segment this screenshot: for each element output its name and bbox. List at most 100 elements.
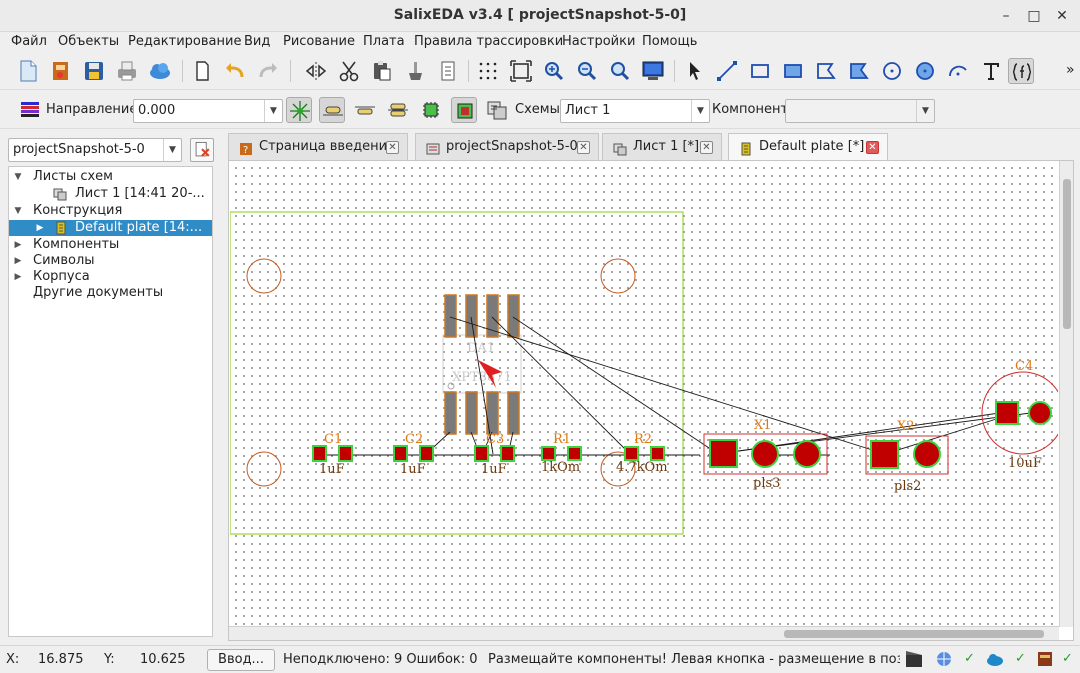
expand-icon[interactable]: ▼ xyxy=(14,206,22,216)
tree-item-label: Лист 1 [14:41 20-... xyxy=(75,186,205,201)
close-icon[interactable]: ✕ xyxy=(577,141,590,154)
minimize-button[interactable]: – xyxy=(1002,8,1010,24)
pcb-canvas[interactable]: DA1 XPT8871 xyxy=(230,162,1058,626)
arc-icon[interactable] xyxy=(945,58,971,84)
menu-draw[interactable]: Рисование xyxy=(283,34,355,49)
print-icon[interactable] xyxy=(114,58,140,84)
zoom-fit-icon[interactable] xyxy=(607,58,633,84)
menu-view[interactable]: Вид xyxy=(244,34,271,49)
tree-item-label: Листы схем xyxy=(33,169,113,184)
new-page-icon[interactable] xyxy=(189,58,215,84)
undo-icon[interactable] xyxy=(222,58,248,84)
tree-item-sheet1[interactable]: Лист 1 [14:41 20-... xyxy=(9,186,212,202)
schematic-link-icon[interactable] xyxy=(484,97,510,123)
project-combo[interactable]: projectSnapshot-5-0 ▼ xyxy=(8,138,182,162)
monitor-icon[interactable] xyxy=(640,58,666,84)
collapse-arrow-icon[interactable]: ▶ xyxy=(14,272,22,282)
tab-default-plate[interactable]: Default plate [*] ✕ xyxy=(728,133,888,162)
toolbar-overflow-button[interactable]: » xyxy=(1066,62,1075,78)
expand-icon[interactable]: ▼ xyxy=(14,172,22,182)
tree-item-other-docs[interactable]: Другие документы xyxy=(9,285,212,301)
tree-item-label: Корпуса xyxy=(33,269,90,284)
menu-help[interactable]: Помощь xyxy=(642,34,698,49)
menu-file[interactable]: Файл xyxy=(11,34,47,49)
redo-icon[interactable] xyxy=(255,58,281,84)
title-bar: SalixEDA v3.4 [ projectSnapshot-5-0] – □… xyxy=(0,0,1080,32)
collapse-arrow-icon[interactable]: ▶ xyxy=(14,240,22,250)
pcb-editor: DA1 XPT8871 xyxy=(228,160,1074,641)
status-ok-icon: ✓ xyxy=(964,651,975,666)
tree-item-default-plate[interactable]: ▶ Default plate [14:... xyxy=(9,220,212,236)
brush-icon[interactable] xyxy=(402,58,428,84)
rect-icon[interactable] xyxy=(747,58,773,84)
chip-selected-icon[interactable] xyxy=(451,97,477,123)
filled-polygon-icon[interactable] xyxy=(846,58,872,84)
book-icon[interactable] xyxy=(1035,649,1055,669)
close-project-icon[interactable] xyxy=(190,138,214,162)
direction-combo[interactable]: 0.000 ▼ xyxy=(133,99,283,123)
zoom-out-icon[interactable] xyxy=(574,58,600,84)
smd-both-icon[interactable] xyxy=(385,97,411,123)
close-icon[interactable]: ✕ xyxy=(386,141,399,154)
save-icon[interactable] xyxy=(81,58,107,84)
tree-item-construction[interactable]: ▼ Конструкция xyxy=(9,203,212,219)
tree-item-packages[interactable]: ▶ Корпуса xyxy=(9,269,212,285)
grid-icon[interactable] xyxy=(475,58,501,84)
close-icon[interactable]: ✕ xyxy=(866,141,879,154)
svg-text:?: ? xyxy=(243,145,248,156)
cut-icon[interactable] xyxy=(336,58,362,84)
circle-icon[interactable] xyxy=(879,58,905,84)
collapse-arrow-icon[interactable]: ▶ xyxy=(36,223,44,233)
chevron-down-icon: ▼ xyxy=(264,100,282,122)
zoom-in-icon[interactable] xyxy=(541,58,567,84)
new-file-icon[interactable] xyxy=(15,58,41,84)
close-button[interactable]: ✕ xyxy=(1056,8,1068,24)
tree-item-components[interactable]: ▶ Компоненты xyxy=(9,237,212,253)
function-icon[interactable] xyxy=(1008,58,1034,84)
cloud-sync-icon[interactable] xyxy=(985,649,1005,669)
schemes-label: Схемы: xyxy=(515,102,565,117)
input-button[interactable]: Ввод... xyxy=(207,649,275,671)
cloud-icon[interactable] xyxy=(147,58,173,84)
tab-project[interactable]: projectSnapshot-5-0 ✕ xyxy=(415,133,599,161)
network-icon[interactable] xyxy=(934,649,954,669)
line-icon[interactable] xyxy=(714,58,740,84)
menu-edit[interactable]: Редактирование xyxy=(128,34,242,49)
project-icon xyxy=(426,140,440,155)
tree-item-sheets[interactable]: ▼ Листы схем xyxy=(9,169,212,185)
menu-settings[interactable]: Настройки xyxy=(562,34,636,49)
polygon-icon[interactable] xyxy=(813,58,839,84)
smd-bottom-icon[interactable] xyxy=(352,97,378,123)
vertical-scrollbar[interactable] xyxy=(1059,161,1073,627)
tree-item-symbols[interactable]: ▶ Символы xyxy=(9,253,212,269)
tab-sheet1[interactable]: Лист 1 [*] ✕ xyxy=(602,133,722,161)
filled-rect-icon[interactable] xyxy=(780,58,806,84)
scroll-thumb[interactable] xyxy=(784,630,1044,638)
direction-label: Направление: xyxy=(46,102,142,117)
horizontal-scrollbar[interactable] xyxy=(229,626,1059,640)
menu-objects[interactable]: Объекты xyxy=(58,34,120,49)
list-icon[interactable] xyxy=(435,58,461,84)
layers-icon[interactable] xyxy=(17,97,43,123)
fit-icon[interactable] xyxy=(508,58,534,84)
smd-top-icon[interactable] xyxy=(319,97,345,123)
snap-center-icon[interactable] xyxy=(286,97,312,123)
tab-intro-page[interactable]: ? Страница введения ✕ xyxy=(228,133,408,161)
mirror-icon[interactable] xyxy=(303,58,329,84)
schemes-combo[interactable]: Лист 1 ▼ xyxy=(560,99,710,123)
filled-circle-icon[interactable] xyxy=(912,58,938,84)
select-icon[interactable] xyxy=(681,58,707,84)
maximize-button[interactable]: □ xyxy=(1027,8,1041,24)
placement-toolbar: Направление: 0.000 ▼ Схемы: Лист 1 ▼ Ком… xyxy=(0,91,1080,129)
close-icon[interactable]: ✕ xyxy=(700,141,713,154)
menu-board[interactable]: Плата xyxy=(363,34,405,49)
video-icon[interactable] xyxy=(904,649,924,669)
text-icon[interactable] xyxy=(978,58,1004,84)
menu-routing-rules[interactable]: Правила трассировки xyxy=(414,34,564,49)
open-project-icon[interactable] xyxy=(48,58,74,84)
component-combo[interactable]: ▼ xyxy=(785,99,935,123)
paste-icon[interactable] xyxy=(369,58,395,84)
scroll-thumb[interactable] xyxy=(1063,179,1071,329)
collapse-arrow-icon[interactable]: ▶ xyxy=(14,256,22,266)
chip-icon[interactable] xyxy=(418,97,444,123)
